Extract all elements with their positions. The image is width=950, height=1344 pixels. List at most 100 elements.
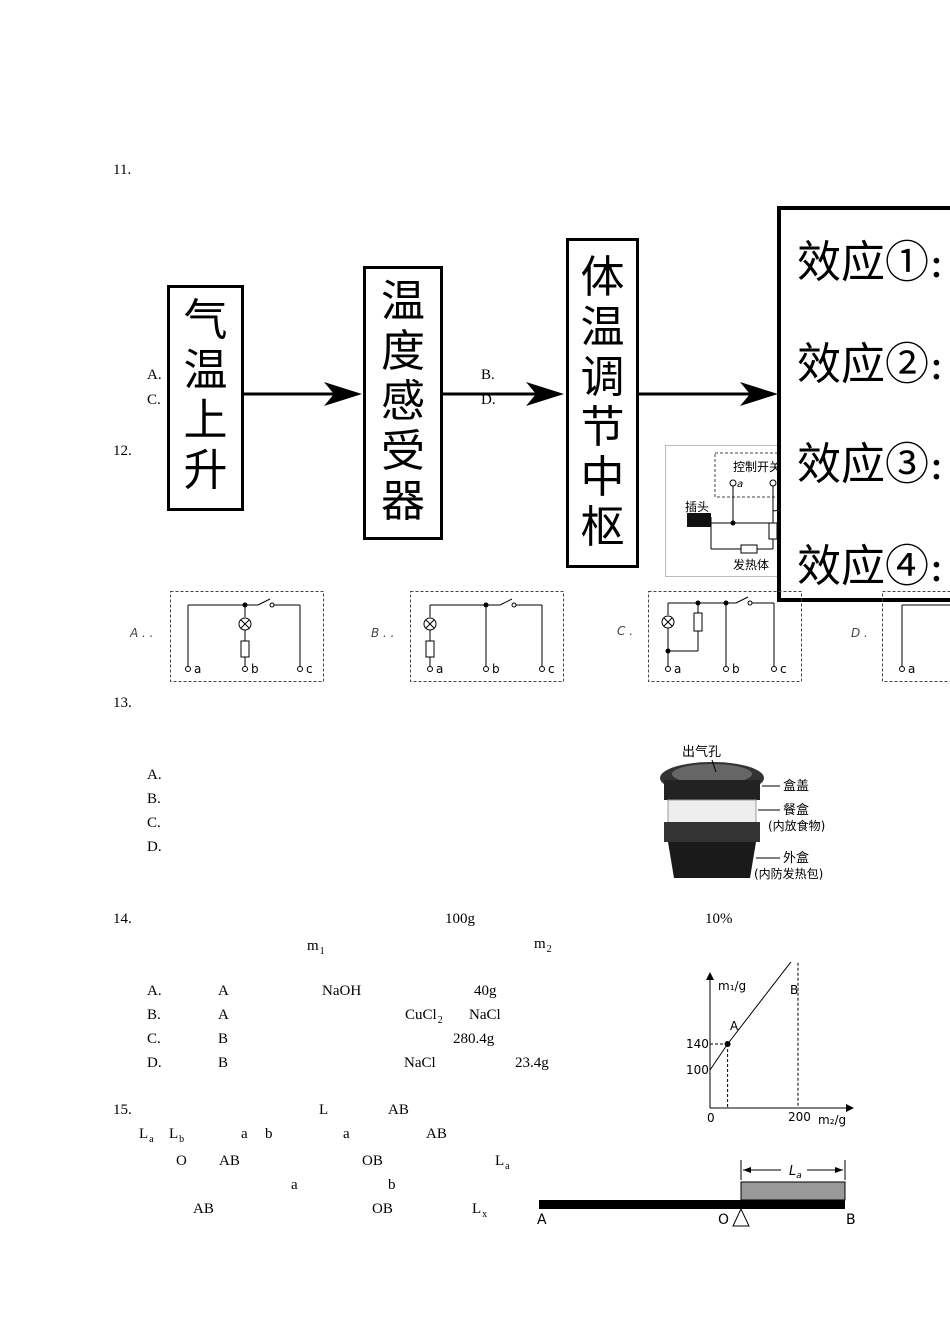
q12-option-b[interactable]: B . . (371, 626, 395, 640)
flow-arrows (244, 382, 778, 406)
q13-option-c[interactable]: C. (147, 815, 161, 831)
q15-La: La (139, 1126, 154, 1145)
point-o: O (718, 1212, 729, 1228)
q15-r3-ob: OB (362, 1153, 383, 1169)
m2-var: m (534, 936, 546, 952)
la-var: L (789, 1164, 796, 1179)
q15-r5-ob: OB (372, 1201, 393, 1217)
q15-r4-a: a (291, 1177, 298, 1193)
point-b: B (846, 1212, 856, 1228)
q12-option-d[interactable]: D . (851, 626, 868, 640)
sub: x (482, 1209, 488, 1220)
la-sub: a (796, 1171, 802, 1181)
terminal-b: b (732, 662, 740, 676)
var: L (495, 1153, 505, 1169)
q15-lever-figure: La A O B (537, 1160, 856, 1228)
q14-c-point: B (218, 1031, 229, 1047)
sub: b (179, 1134, 185, 1145)
q14-a-chem: NaOH (322, 983, 362, 999)
sub: a (505, 1161, 510, 1172)
x-axis-label: m₂/g (818, 1113, 846, 1127)
circuit-d: a (882, 591, 950, 682)
flow-char: 器 (381, 476, 425, 527)
q13-option-a[interactable]: A. (147, 767, 162, 783)
m1-sub: 1 (319, 946, 325, 957)
device-terminal-a: a (737, 479, 743, 490)
flow-char: 枢 (580, 502, 625, 553)
q15-r2-b: b (265, 1126, 273, 1142)
q14-chart: m₁/g m₂/g 0 200 100 140 A B (686, 962, 854, 1127)
flow-box-effects: 效应①: 效应②: 效应③: 效应④: (777, 206, 950, 602)
flow-char: 调 (580, 352, 625, 403)
q14-b-point: A (218, 1007, 229, 1023)
label-vent: 出气孔 (682, 744, 721, 760)
q14-d-value: 23.4g (515, 1055, 549, 1071)
flow-char: 节 (580, 402, 625, 453)
flow-char: 温 (381, 276, 425, 327)
sub: a (149, 1134, 154, 1145)
circuit-c: a b c (648, 591, 802, 682)
flow-char: 温 (183, 345, 228, 396)
q11-number: 11. (113, 162, 132, 178)
q14-mass: 100g (445, 911, 475, 927)
flow-char: 上 (183, 395, 228, 446)
q13-option-d[interactable]: D. (147, 839, 162, 855)
point-a: A (537, 1212, 547, 1228)
terminal-b: b (251, 662, 259, 676)
effect-4: 效应④: (797, 541, 944, 592)
flow-char: 温 (580, 302, 625, 353)
q14-m1: m1 (307, 938, 325, 957)
flow-char: 度 (381, 326, 425, 377)
q12-option-c[interactable]: C . (617, 624, 634, 638)
la-label: La (789, 1164, 802, 1181)
device-plug-label: 插头 (685, 500, 709, 514)
q14-option-b[interactable]: B. (147, 1007, 161, 1023)
label-lid: 盒盖 (783, 778, 809, 794)
circuit-a: a b c (170, 591, 324, 682)
q14-b-chem: CuCl2 (405, 1007, 443, 1026)
device-heater-label: 发热体 (733, 557, 769, 572)
q14-c-value: 280.4g (453, 1031, 495, 1047)
q15-r3-o: O (176, 1153, 187, 1169)
section-a (740, 1181, 846, 1201)
var: L (472, 1201, 482, 1217)
circuit-b: a b c (410, 591, 564, 682)
q14-d-chem: NaCl (404, 1055, 436, 1071)
arrowhead-1 (324, 382, 362, 406)
var: L (139, 1126, 149, 1142)
q13-option-b[interactable]: B. (147, 791, 161, 807)
chem-formula: CuCl (405, 1007, 437, 1023)
terminal-a: a (674, 662, 681, 676)
arrowhead-2 (526, 382, 564, 406)
flow-char: 感 (381, 376, 425, 427)
q14-option-c[interactable]: C. (147, 1031, 161, 1047)
q11-option-b[interactable]: B. (481, 367, 495, 383)
terminal-a: a (194, 662, 201, 676)
q11-option-d[interactable]: D. (481, 392, 496, 408)
terminal-a: a (908, 662, 915, 676)
terminal-c: c (306, 662, 313, 676)
flow-box-thermoregulation-center: 体 温 调 节 中 枢 (566, 238, 639, 568)
y-tick-100: 100 (686, 1063, 709, 1077)
q15-r2-a2: a (343, 1126, 350, 1142)
q13-number: 13. (113, 695, 132, 711)
flow-char: 气 (183, 295, 228, 346)
q14-option-a[interactable]: A. (147, 983, 162, 999)
q12-option-a[interactable]: A . . (130, 626, 154, 640)
q11-option-c[interactable]: C. (147, 392, 161, 408)
q12-number: 12. (113, 443, 132, 459)
series-line (709, 962, 792, 1071)
self-heating-lunchbox-figure: 出气孔 盒盖 餐盒 (内放食物) 外盒 (内防发热包) (660, 744, 825, 881)
terminal-c: c (780, 662, 787, 676)
x-tick-200: 200 (788, 1110, 811, 1124)
q15-r1-1: AB (388, 1102, 409, 1118)
terminal-c: c (548, 662, 555, 676)
la-arrowhead-right (835, 1167, 843, 1173)
q15-number: 15. (113, 1102, 132, 1118)
label-outer-box: 外盒 (783, 850, 809, 866)
q14-option-d[interactable]: D. (147, 1055, 162, 1071)
q11-option-a[interactable]: A. (147, 367, 162, 383)
flow-char: 体 (580, 252, 625, 303)
q14-plot-area (709, 962, 799, 1108)
q14-percent: 10% (705, 911, 733, 927)
